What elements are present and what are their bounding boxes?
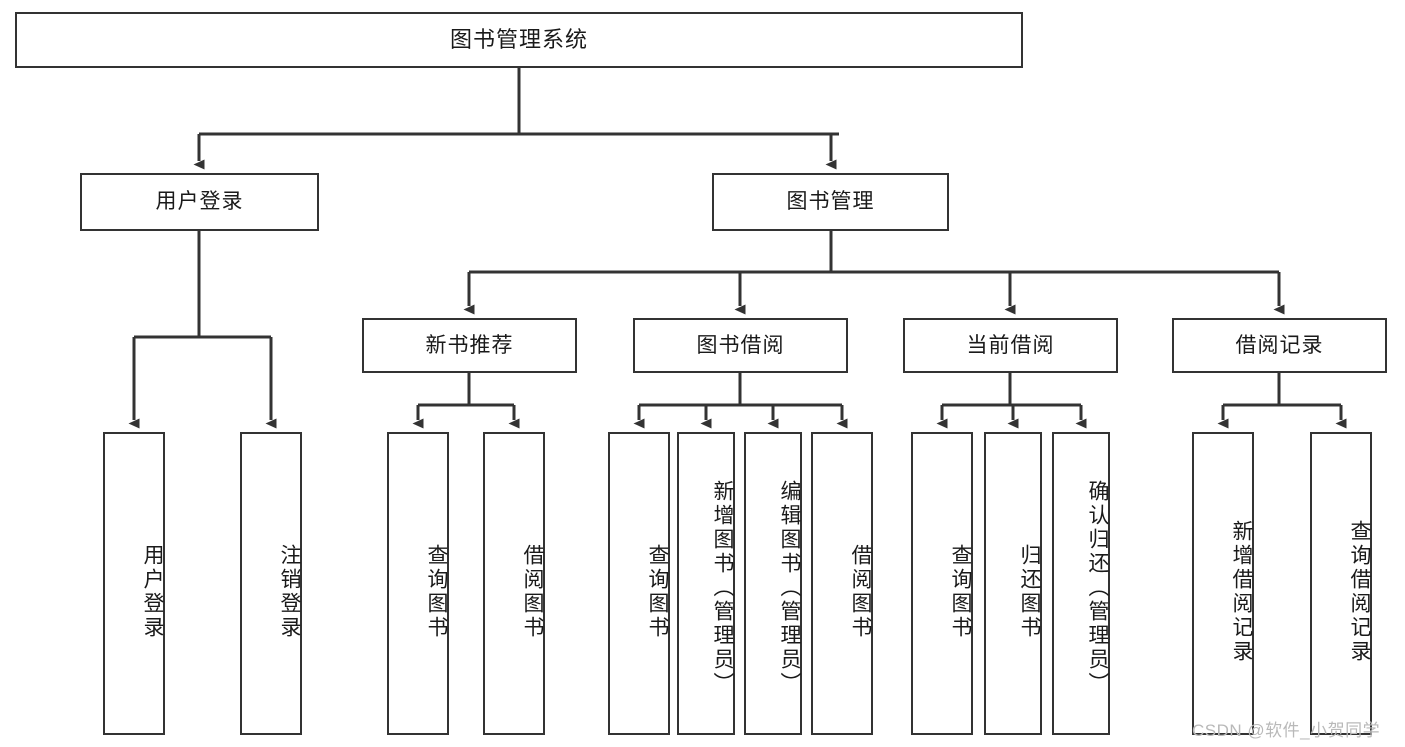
node-leaf-add-record[interactable]: 新增借阅记录: [1192, 432, 1254, 735]
node-root[interactable]: 图书管理系统: [15, 12, 1023, 68]
node-leaf-query-book-1-label: 查询图书: [425, 543, 448, 640]
node-book-manage[interactable]: 图书管理: [712, 173, 949, 231]
node-borrow-record[interactable]: 借阅记录: [1172, 318, 1387, 373]
node-leaf-query-book-3-label: 查询图书: [949, 543, 972, 640]
node-leaf-edit-book[interactable]: 编辑图书（管理员）: [744, 432, 802, 735]
node-leaf-confirm-return-label: 确认归还（管理员）: [1086, 479, 1109, 696]
watermark: CSDN @软件_小贺同学: [1192, 721, 1381, 740]
node-leaf-query-record[interactable]: 查询借阅记录: [1310, 432, 1372, 735]
node-leaf-query-record-label: 查询借阅记录: [1348, 519, 1371, 664]
node-leaf-user-login-label: 用户登录: [141, 543, 164, 640]
node-leaf-user-login[interactable]: 用户登录: [103, 432, 165, 735]
node-book-borrow[interactable]: 图书借阅: [633, 318, 848, 373]
node-leaf-add-book-label: 新增图书（管理员）: [711, 479, 734, 696]
node-current-borrow[interactable]: 当前借阅: [903, 318, 1118, 373]
node-leaf-user-logout[interactable]: 注销登录: [240, 432, 302, 735]
node-leaf-confirm-return[interactable]: 确认归还（管理员）: [1052, 432, 1110, 735]
node-book-manage-label: 图书管理: [786, 190, 875, 214]
node-user-login-label: 用户登录: [155, 190, 244, 214]
node-current-borrow-label: 当前借阅: [966, 333, 1055, 357]
node-leaf-borrow-book-1-label: 借阅图书: [521, 543, 544, 640]
node-leaf-query-book-1[interactable]: 查询图书: [387, 432, 449, 735]
node-leaf-edit-book-label: 编辑图书（管理员）: [778, 479, 801, 696]
node-leaf-borrow-book-1[interactable]: 借阅图书: [483, 432, 545, 735]
node-leaf-add-record-label: 新增借阅记录: [1230, 519, 1253, 664]
node-book-borrow-label: 图书借阅: [696, 333, 785, 357]
node-leaf-query-book-2-label: 查询图书: [646, 543, 669, 640]
node-leaf-borrow-book-2[interactable]: 借阅图书: [811, 432, 873, 735]
node-leaf-query-book-2[interactable]: 查询图书: [608, 432, 670, 735]
node-leaf-borrow-book-2-label: 借阅图书: [849, 543, 872, 640]
node-root-label: 图书管理系统: [449, 26, 588, 52]
node-leaf-query-book-3[interactable]: 查询图书: [911, 432, 973, 735]
node-new-book-rec-label: 新书推荐: [425, 333, 514, 357]
node-leaf-return-book[interactable]: 归还图书: [984, 432, 1042, 735]
node-leaf-return-book-label: 归还图书: [1018, 543, 1041, 640]
node-borrow-record-label: 借阅记录: [1235, 333, 1324, 357]
node-new-book-rec[interactable]: 新书推荐: [362, 318, 577, 373]
node-leaf-user-logout-label: 注销登录: [278, 543, 301, 640]
node-leaf-add-book[interactable]: 新增图书（管理员）: [677, 432, 735, 735]
node-user-login[interactable]: 用户登录: [80, 173, 319, 231]
